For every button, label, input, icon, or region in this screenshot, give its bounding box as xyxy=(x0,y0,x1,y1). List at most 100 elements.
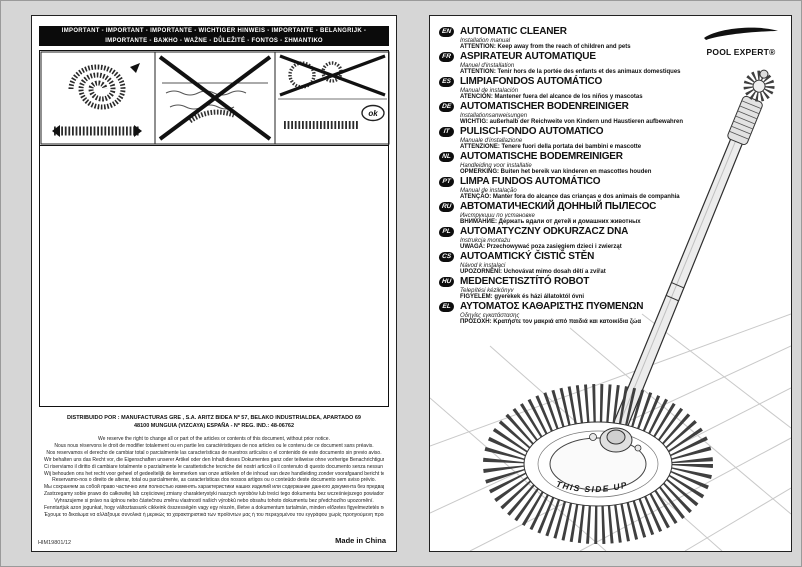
product-title: АВТОМАТИЧЕСКИЙ ДОННЫЙ ПЫЛЕСОС xyxy=(460,201,657,212)
language-badge: NL xyxy=(438,152,455,162)
coiled-hose-icon xyxy=(68,64,126,110)
pipe-joint xyxy=(665,294,680,302)
ok-badge xyxy=(361,104,385,122)
valve-knob xyxy=(634,444,642,452)
legal-line: Ci riserviamo il diritto di cambiare tot… xyxy=(44,463,384,470)
important-banner: IMPORTANT - IMPORTANT - IMPORTANTE - WIC… xyxy=(39,26,389,46)
language-entry-nl: NL AUTOMATISCHE BODEMREINIGER Handleidin… xyxy=(438,151,741,177)
attention-note: ATTENTION: Keep away from the reach of c… xyxy=(460,44,631,51)
legal-line: Έχουμε το δικαίωμα να αλλάξουμε συνολικά… xyxy=(44,511,384,518)
pipe-highlight xyxy=(614,100,753,436)
attention-note: UWAGA: Przechowywać poza zasięgiem dziec… xyxy=(460,244,622,251)
legal-line: We reserve the right to change all or pa… xyxy=(98,436,330,442)
manual-subtitle: Handleiding voor installatie xyxy=(460,162,532,169)
language-entry-es: ES LIMPIAFONDOS AUTOMÁTICO Manual de ins… xyxy=(438,76,741,102)
pipe-joint xyxy=(670,281,685,289)
product-title: LIMPIAFONDOS AUTOMÁTICO xyxy=(460,76,603,87)
product-title: AUTOMATYCZNY ODKURZACZ DNA xyxy=(460,226,629,237)
attention-note: ATTENTION: Tenir hors de la portée des e… xyxy=(460,69,681,76)
distributor-line-1: DISTRIBUIDO POR : MANUFACTURAS GRE , S.A… xyxy=(67,415,361,421)
product-title: MEDENCETISZTÍTÓ ROBOT xyxy=(460,276,590,287)
attention-note: WICHTIG: außerhalb der Reichweite von Ki… xyxy=(460,119,684,126)
attention-note: ATENÇÃO: Manter fora do alcance das cria… xyxy=(460,194,680,201)
language-badge: EL xyxy=(438,302,455,312)
brand-logo: POOL EXPERT® xyxy=(700,25,782,57)
language-badge: PT xyxy=(438,177,455,187)
language-badge: HU xyxy=(438,277,455,287)
language-entry-en: EN AUTOMATIC CLEANER Installation manual… xyxy=(438,26,741,52)
legal-line: Wir behalten uns das Recht vor, die Eige… xyxy=(44,456,384,463)
attention-note: ВНИМАНИЕ: Держать вдали от детей и домаш… xyxy=(460,219,641,226)
manual-subtitle: Οδηγίες εγκατάστασης xyxy=(460,312,520,319)
manual-subtitle: Installation manual xyxy=(460,37,511,44)
made-in-label: Made in China xyxy=(335,536,386,545)
cross-mark-icon xyxy=(158,55,272,141)
product-title: AUTOMATISCHE BODEMREINIGER xyxy=(460,151,623,162)
document-code: HIM19801/12 xyxy=(38,540,72,546)
language-entry-el: EL ΑΥΤΟΜΑΤΟΣ ΚΑΘΑΡΙΣΤΗΣ ΠΥΘΜΕΝΩΝ Οδηγίες… xyxy=(438,301,741,327)
manual-subtitle: Telepítési kézikönyv xyxy=(460,287,514,294)
legal-line: Wij behouden ons het recht voor geheel o… xyxy=(44,470,384,477)
legal-line: Fenntartjuk azon jogunkat, hogy változta… xyxy=(44,505,384,512)
distributor-info: DISTRIBUIDO POR : MANUFACTURAS GRE , S.A… xyxy=(32,415,396,430)
page-left: IMPORTANT - IMPORTANT - IMPORTANTE - WIC… xyxy=(31,15,397,552)
product-title: AUTOAMTICKÝ ČISTIČ STĚN xyxy=(460,251,595,262)
warning-illustrations-svg: ok xyxy=(40,51,390,145)
arrow-left-icon xyxy=(52,125,60,137)
manual-subtitle: Installationsanweisungen xyxy=(460,112,528,119)
swoosh-icon xyxy=(704,27,778,40)
disc-fins xyxy=(483,384,713,544)
brand-name: POOL EXPERT® xyxy=(706,47,776,57)
hose-coupler xyxy=(727,69,775,145)
legal-line: Reservamo-nos o direito de alterar, tota… xyxy=(52,477,376,484)
legal-line: Мы сохраняем за собой право частично или… xyxy=(44,484,384,491)
language-badge: ES xyxy=(438,77,455,87)
legal-line: Zastrzegamy sobie prawo do całkowitej lu… xyxy=(44,491,384,498)
legal-line: Vyhrazujeme si právo na úplnou nebo část… xyxy=(54,498,374,505)
language-entry-cs: CS AUTOAMTICKÝ ČISTIČ STĚN Návod k insta… xyxy=(438,251,741,277)
attention-note: ΠΡΟΣΟΧΗ: Κρατήστε τον μακριά από παιδιά … xyxy=(460,319,642,326)
pool-cleaner-illustration: THIS SIDE UP xyxy=(430,69,791,551)
language-badge: PL xyxy=(438,227,455,237)
language-entry-hu: HU MEDENCETISZTÍTÓ ROBOT Telepítési kézi… xyxy=(438,276,741,302)
manual-subtitle: Návod k instalaci xyxy=(460,262,506,269)
flange-tip xyxy=(759,69,769,79)
hose-in-pool-icon xyxy=(188,109,235,124)
language-entry-pt: PT LIMPA FUNDOS AUTOMÁTICO Manual de ins… xyxy=(438,176,741,202)
uncoil-arrow-icon xyxy=(130,63,140,73)
language-badge: EN xyxy=(438,27,455,37)
language-entry-de: DE AUTOMATISCHER BODENREINIGER Installat… xyxy=(438,101,741,127)
manual-subtitle: Инструкции по установке xyxy=(460,212,535,219)
manual-subtitle: Manuale d'installazione xyxy=(460,137,523,144)
legal-line: Nos reservamos el derecho de cambiar tot… xyxy=(46,449,382,456)
product-title: ASPIRATEUR AUTOMATIQUE xyxy=(460,51,596,62)
language-badge: DE xyxy=(438,102,455,112)
language-entry-it: IT PULISCI-FONDO AUTOMATICO Manuale d'in… xyxy=(438,126,741,152)
cleaner-disc: THIS SIDE UP xyxy=(483,384,713,544)
product-title: AUTOMATIC CLEANER xyxy=(460,26,567,37)
legal-line: Nous nous réservons le droit de modifier… xyxy=(54,442,374,449)
blank-content-area xyxy=(39,145,389,407)
attention-note: ATENCIÓN: Mantener fuera del alcance de … xyxy=(460,94,643,101)
attention-note: FIGYELEM: gyerekek és házi állatoktól óv… xyxy=(460,294,585,301)
language-entry-fr: FR ASPIRATEUR AUTOMATIQUE Manuel d'insta… xyxy=(438,51,741,77)
legal-notices: We reserve the right to change all or pa… xyxy=(44,436,384,519)
banner-line-2: IMPORTANTE - ВАЖНО - WAŻNE - DŮLEŽITÉ - … xyxy=(105,37,323,44)
attention-note: UPOZORNĚNÍ: Uchovávat mimo dosah dětí a … xyxy=(460,269,606,276)
product-title: LIMPA FUNDOS AUTOMÁTICO xyxy=(460,176,601,187)
product-title: PULISCI-FONDO AUTOMATICO xyxy=(460,126,604,137)
warning-illustrations: ok xyxy=(39,50,390,146)
page-right: THIS SIDE UP POOL EXPERT® EN AUTOMATIC C… xyxy=(429,15,792,552)
distributor-line-2: 48100 MUNGUIA (VIZCAYA) ESPAÑA - Nº REG.… xyxy=(133,422,295,429)
panel-border xyxy=(274,51,390,145)
ok-label: ok xyxy=(368,109,378,118)
manual-subtitle: Manuel d'installation xyxy=(460,62,515,69)
manual-subtitle: Manual de instalación xyxy=(460,87,519,94)
language-list: EN AUTOMATIC CLEANER Installation manual… xyxy=(438,26,741,327)
cross-mark-icon xyxy=(279,54,386,97)
manual-subtitle: Instrukcja montażu xyxy=(460,237,511,244)
manual-subtitle: Manual de instalação xyxy=(460,187,517,194)
product-title: ΑΥΤΟΜΑΤΟΣ ΚΑΘΑΡΙΣΤΗΣ ΠΥΘΜΕΝΩΝ xyxy=(460,301,644,312)
language-badge: RU xyxy=(438,202,455,212)
